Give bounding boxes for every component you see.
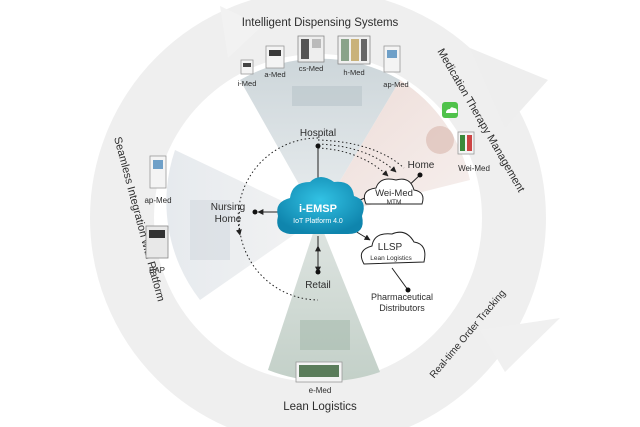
e-med-label: e-Med (309, 386, 332, 395)
hub-subtitle: IoT Platform 4.0 (293, 218, 343, 225)
device-ap-med-left: ap-Med (144, 155, 172, 205)
node-hospital: Hospital (300, 128, 336, 139)
device-e-med: e-Med (295, 361, 343, 395)
h-med-label: h-Med (343, 68, 364, 77)
node-pharma-line2: Distributors (379, 303, 425, 313)
device-a-med: a-Med (264, 45, 286, 79)
wei-med-cloud-title: Wei-Med (375, 188, 413, 199)
hub-title: i-EMSP (299, 203, 337, 215)
llsp-cloud-sub: Lean Logistics (370, 255, 412, 262)
node-home: Home (408, 160, 435, 171)
cs-med-label: cs-Med (299, 64, 324, 73)
wei-med-device-label: Wei-Med (458, 164, 490, 173)
cloud-llsp: LLSP Lean Logistics (360, 231, 426, 265)
wei-med-app-icon (442, 102, 458, 118)
device-h-med: h-Med (337, 35, 371, 77)
device-bap: BAP (145, 225, 169, 275)
cloud-wei-med: Wei-Med MTM (363, 178, 424, 206)
device-i-med: i-Med (238, 59, 257, 88)
ap-med-left-label: ap-Med (144, 196, 171, 205)
device-wei-med: Wei-Med (457, 131, 490, 173)
node-dots (252, 143, 423, 293)
node-nursing-home-line2: Home (215, 214, 242, 225)
llsp-cloud-title: LLSP (378, 242, 403, 253)
bap-label: BAP (149, 266, 165, 275)
node-nursing-home-line1: Nursing (211, 202, 245, 213)
wei-med-cloud-sub: MTM (387, 199, 402, 206)
outer-ring (90, 0, 560, 427)
node-retail: Retail (305, 280, 331, 291)
section-title-top: Intelligent Dispensing Systems (242, 17, 399, 29)
device-ap-med-top: ap-Med (383, 45, 409, 89)
orbit-arcs (235, 137, 405, 301)
hub-cloud: i-EMSP IoT Platform 4.0 (277, 177, 364, 234)
section-title-bottom: Lean Logistics (283, 401, 357, 413)
ap-med-top-label: ap-Med (383, 80, 408, 89)
a-med-label: a-Med (264, 70, 285, 79)
i-med-label: i-Med (238, 79, 257, 88)
node-pharma-line1: Pharmaceutical (371, 292, 433, 302)
photo-wedges (166, 58, 470, 382)
device-cs-med: cs-Med (297, 35, 325, 73)
